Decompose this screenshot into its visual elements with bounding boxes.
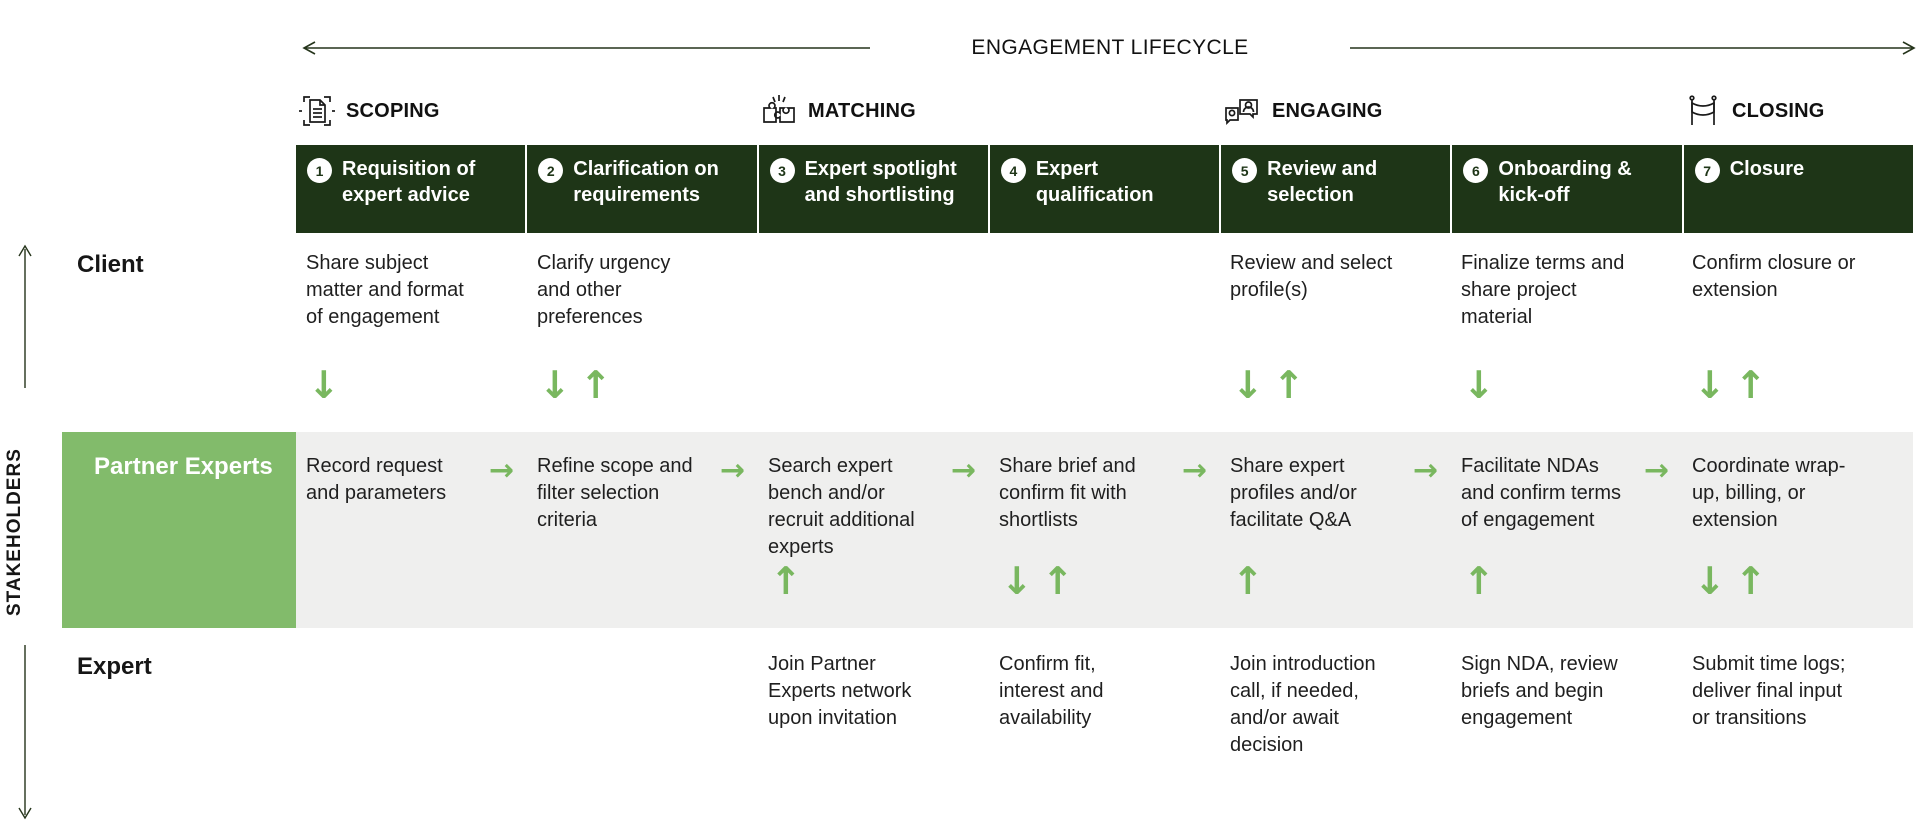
client-lane-label: Client <box>77 251 144 278</box>
vertical-arrow-icon: ↓↑ <box>1694 559 1776 603</box>
partner-activity-cell: → Share brief and confirm fit with short… <box>951 453 1220 561</box>
partner-activity: Share expert profiles and/or facilitate … <box>1230 455 1357 531</box>
vertical-arrow-icon: ↑ <box>770 559 811 603</box>
vertical-arrow-icon <box>296 562 527 600</box>
step-number-badge: 3 <box>769 158 795 183</box>
engaging-chat-icon <box>1225 99 1258 126</box>
stakeholders-arrow-down-icon <box>18 645 32 820</box>
step-number-badge: 7 <box>1694 158 1720 183</box>
step-cell-6: 6 Onboarding & kick-off <box>1452 145 1684 233</box>
step-cell-1: 1 Requisition of expert advice <box>296 145 528 233</box>
phase-label: ENGAGING <box>1272 99 1383 122</box>
phase-engaging: ENGAGING <box>1222 88 1383 134</box>
phase-label: MATCHING <box>808 99 916 122</box>
partner-experts-lane-label: Partner Experts <box>94 453 273 480</box>
step-number-badge: 4 <box>1000 158 1026 183</box>
phase-closing: CLOSING <box>1684 88 1825 134</box>
partner-activity-cell: Record request and parameters <box>296 453 527 561</box>
step-cell-2: 2 Clarification on requirements <box>527 145 759 233</box>
client-activity: Review and select profile(s) <box>1230 252 1393 301</box>
lifecycle-arrow-left-icon <box>302 41 870 55</box>
phase-matching: MATCHING <box>760 88 916 134</box>
flow-arrow-icon: → <box>720 453 746 488</box>
vertical-arrow-icon: ↓ <box>1463 363 1504 407</box>
scoping-document-icon <box>299 96 335 126</box>
vertical-arrow-icon <box>989 366 1220 404</box>
expert-lane: Join Partner Experts network upon invita… <box>296 651 1913 759</box>
partner-activity: Record request and parameters <box>306 455 447 504</box>
vertical-arrow-icon: ↓↑ <box>1694 363 1776 407</box>
vertical-arrow-icon: ↓↑ <box>1001 559 1083 603</box>
step-title: Onboarding & kick-off <box>1498 158 1632 206</box>
flow-arrow-icon: → <box>951 453 977 488</box>
expert-activity: Join introduction call, if needed, and/o… <box>1230 653 1376 756</box>
step-number-badge: 6 <box>1463 158 1489 183</box>
client-activity: Finalize terms and share project materia… <box>1461 252 1625 328</box>
expert-activity: Sign NDA, review briefs and begin engage… <box>1461 653 1618 729</box>
flow-arrow-icon: → <box>1182 453 1208 488</box>
step-number-badge: 1 <box>307 158 332 183</box>
step-number-badge: 5 <box>1232 158 1258 183</box>
partner-activity: Facilitate NDAs and confirm terms of eng… <box>1461 455 1622 531</box>
expert-activity <box>296 651 527 759</box>
step-title: Clarification on requirements <box>573 158 719 206</box>
step-cell-7: 7 Closure <box>1683 145 1913 233</box>
partner-experts-lane-header: Partner Experts <box>62 432 296 628</box>
partner-activity-cell: → Search expert bench and/or recruit add… <box>720 453 989 561</box>
vertical-arrow-icon: ↑ <box>1232 559 1273 603</box>
step-title: Review and selection <box>1267 158 1378 206</box>
partner-activity: Refine scope and filter selection criter… <box>537 455 693 531</box>
step-title: Requisition of expert advice <box>342 158 476 206</box>
step-cell-4: 4 Expert qualification <box>989 145 1222 233</box>
closing-flag-icon <box>1689 95 1717 125</box>
partner-activity-cell: → Share expert profiles and/or facilitat… <box>1182 453 1451 561</box>
client-partner-arrows: ↓ ↓↑ ↓↑ ↓ ↓↑ <box>296 366 1913 404</box>
client-activity <box>758 250 989 331</box>
partner-activity: Coordinate wrap-up, billing, or extensio… <box>1692 455 1846 531</box>
expert-activity: Confirm fit, interest and availability <box>999 653 1104 729</box>
client-activity: Confirm closure or extension <box>1692 252 1856 301</box>
vertical-arrow-icon <box>758 366 989 404</box>
partner-activity-cell: → Facilitate NDAs and confirm terms of e… <box>1413 453 1682 561</box>
lifecycle-arrow-right-icon <box>1350 41 1916 55</box>
partner-expert-arrows: ↑ ↓↑ ↑ ↑ ↓↑ <box>296 562 1913 600</box>
partner-experts-lane-band <box>296 432 1913 628</box>
partner-activity-cell: → Coordinate wrap-up, billing, or extens… <box>1644 453 1913 561</box>
vertical-arrow-icon: ↓↑ <box>539 363 621 407</box>
matching-puzzle-icon <box>763 95 795 123</box>
vertical-arrow-icon: ↓ <box>308 363 349 407</box>
partner-activity-cell: → Refine scope and filter selection crit… <box>489 453 758 561</box>
step-title: Expert qualification <box>1035 158 1154 206</box>
vertical-arrow-icon <box>527 562 758 600</box>
expert-activity: Submit time logs; deliver final input or… <box>1692 653 1846 729</box>
expert-activity <box>527 651 758 759</box>
stakeholders-axis-label: STAKEHOLDERS <box>4 448 25 616</box>
vertical-arrow-icon: ↑ <box>1463 559 1504 603</box>
flow-arrow-icon: → <box>1413 453 1439 488</box>
page-title: ENGAGEMENT LIFECYCLE <box>971 36 1249 59</box>
partner-experts-lane: Record request and parameters → Refine s… <box>296 453 1913 561</box>
step-title: Expert spotlight and shortlisting <box>804 158 957 206</box>
step-number-badge: 2 <box>538 158 564 183</box>
phase-label: CLOSING <box>1732 99 1825 122</box>
client-lane: Share subject matter and format of engag… <box>296 250 1913 331</box>
client-activity <box>989 250 1220 331</box>
step-cell-3: 3 Expert spotlight and shortlisting <box>758 145 990 233</box>
vertical-arrow-icon: ↓↑ <box>1232 363 1314 407</box>
step-cell-5: 5 Review and selection <box>1221 145 1453 233</box>
client-activity: Share subject matter and format of engag… <box>306 252 464 328</box>
expert-lane-label: Expert <box>77 653 152 680</box>
expert-activity: Join Partner Experts network upon invita… <box>768 653 912 729</box>
steps-bar: 1 Requisition of expert advice 2 Clarifi… <box>296 145 1913 233</box>
step-title: Closure <box>1729 158 1805 180</box>
client-activity: Clarify urgency and other preferences <box>537 252 671 328</box>
flow-arrow-icon: → <box>489 453 515 488</box>
phase-scoping: SCOPING <box>298 88 440 134</box>
flow-arrow-icon: → <box>1644 453 1670 488</box>
partner-activity: Search expert bench and/or recruit addit… <box>768 455 915 558</box>
partner-activity: Share brief and confirm fit with shortli… <box>999 455 1136 531</box>
phase-label: SCOPING <box>346 99 440 122</box>
stakeholders-arrow-up-icon <box>18 244 32 388</box>
